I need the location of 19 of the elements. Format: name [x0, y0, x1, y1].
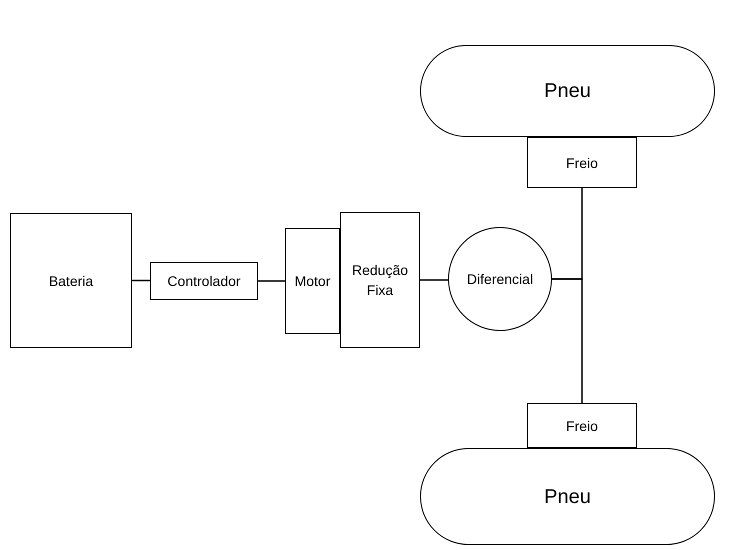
connector-line: [132, 280, 150, 282]
connector-line: [420, 279, 448, 281]
process-box: [285, 228, 340, 334]
node-label: Motor: [294, 272, 330, 291]
connector-line: [258, 280, 285, 282]
node-label: Pneu: [544, 79, 591, 104]
node-label: Bateria: [48, 272, 94, 290]
process-box: [150, 262, 258, 300]
process-box: [527, 137, 637, 188]
node-label: Freio: [566, 154, 598, 172]
node-label: Controlador: [167, 272, 241, 291]
node-label: Redução Fixa: [350, 261, 410, 300]
node-label: Diferencial: [466, 270, 534, 289]
process-box: [340, 212, 420, 348]
node-label: Freio: [566, 416, 598, 436]
process-box: [527, 403, 637, 448]
process-box: [10, 213, 132, 348]
connector-line: [552, 278, 583, 403]
node-label: Pneu: [544, 484, 591, 510]
